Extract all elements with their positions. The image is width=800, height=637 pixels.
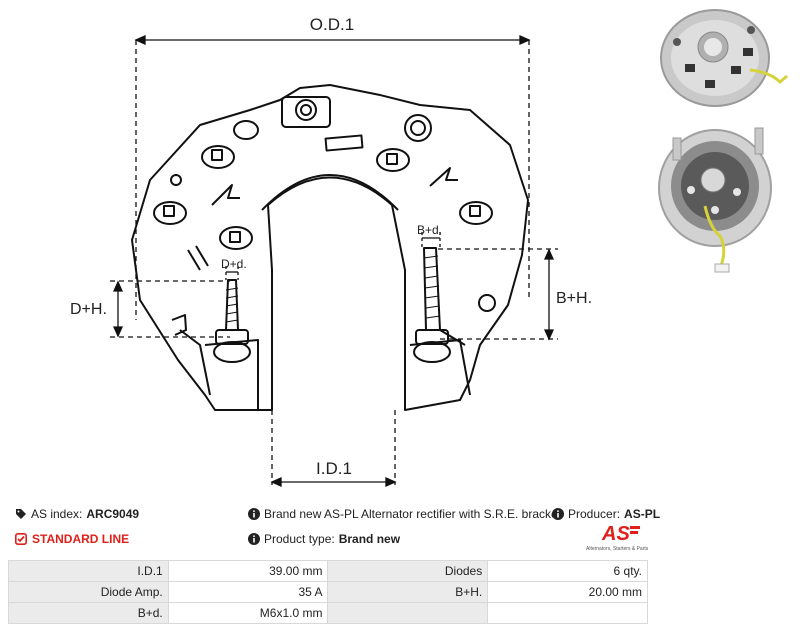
tags-icon [16, 509, 26, 519]
rectifier-with-bracket-photo-icon [655, 118, 800, 288]
info-icon [248, 533, 260, 545]
od-label: O.D.1 [310, 15, 354, 34]
spec-key: Diode Amp. [8, 581, 169, 603]
bh-label: B+H. [556, 290, 592, 307]
product-type-label: Product type: [264, 532, 335, 546]
checkbox-icon [15, 533, 27, 545]
table-row: B+d. M6x1.0 mm [8, 602, 648, 624]
rectifier-outline [131, 84, 529, 411]
standard-line-label: STANDARD LINE [32, 532, 130, 546]
spec-value: M6x1.0 mm [167, 602, 329, 624]
specifications-table: I.D.1 39.00 mm Diodes 6 qty. Diode Amp. … [8, 560, 648, 624]
as-index-label: AS index: [31, 507, 83, 521]
spec-key: B+H. [327, 581, 489, 603]
product-description: Brand new AS-PL Alternator rectifier wit… [248, 507, 561, 521]
info-icon [248, 508, 260, 520]
as-pl-logo: AS Alternators, Starters & Parts [586, 523, 649, 552]
spec-key: I.D.1 [8, 560, 169, 582]
rectifier-technical-drawing: O.D.1 I.D.1 D+H. D+d. B+H. B+d. [70, 15, 592, 488]
table-row: Diode Amp. 35 A B+H. 20.00 mm [8, 581, 648, 603]
spec-value: 20.00 mm [487, 581, 648, 603]
product-type: Product type: Brand new [248, 532, 400, 546]
producer-value: AS-PL [624, 507, 661, 521]
svg-text:AS: AS [601, 523, 630, 545]
spec-key [327, 602, 489, 624]
dh-label: D+H. [70, 301, 107, 318]
info-icon [552, 508, 564, 520]
product-info: AS index: ARC9049 Brand new AS-PL Altern… [12, 505, 800, 555]
as-index-value: ARC9049 [86, 507, 140, 521]
spec-key: Diodes [327, 560, 489, 582]
svg-text:Alternators, Starters & Parts: Alternators, Starters & Parts [586, 546, 649, 552]
spec-key: B+d. [8, 602, 169, 624]
standard-line: STANDARD LINE [15, 532, 129, 546]
producer-label: Producer: [568, 507, 621, 521]
spec-value [487, 602, 648, 624]
bd-label: B+d. [417, 223, 442, 237]
rectifier-photo-icon [655, 2, 800, 114]
id-label: I.D.1 [316, 459, 352, 478]
spec-value: 6 qty. [487, 560, 648, 582]
spec-value: 39.00 mm [167, 560, 329, 582]
table-row: I.D.1 39.00 mm Diodes 6 qty. [8, 560, 648, 582]
dd-label: D+d. [221, 257, 247, 271]
producer: Producer: AS-PL [552, 507, 660, 521]
as-index: AS index: ARC9049 [15, 507, 139, 521]
description-text: Brand new AS-PL Alternator rectifier wit… [264, 507, 562, 521]
product-type-value: Brand new [338, 532, 401, 546]
spec-value: 35 A [167, 581, 329, 603]
